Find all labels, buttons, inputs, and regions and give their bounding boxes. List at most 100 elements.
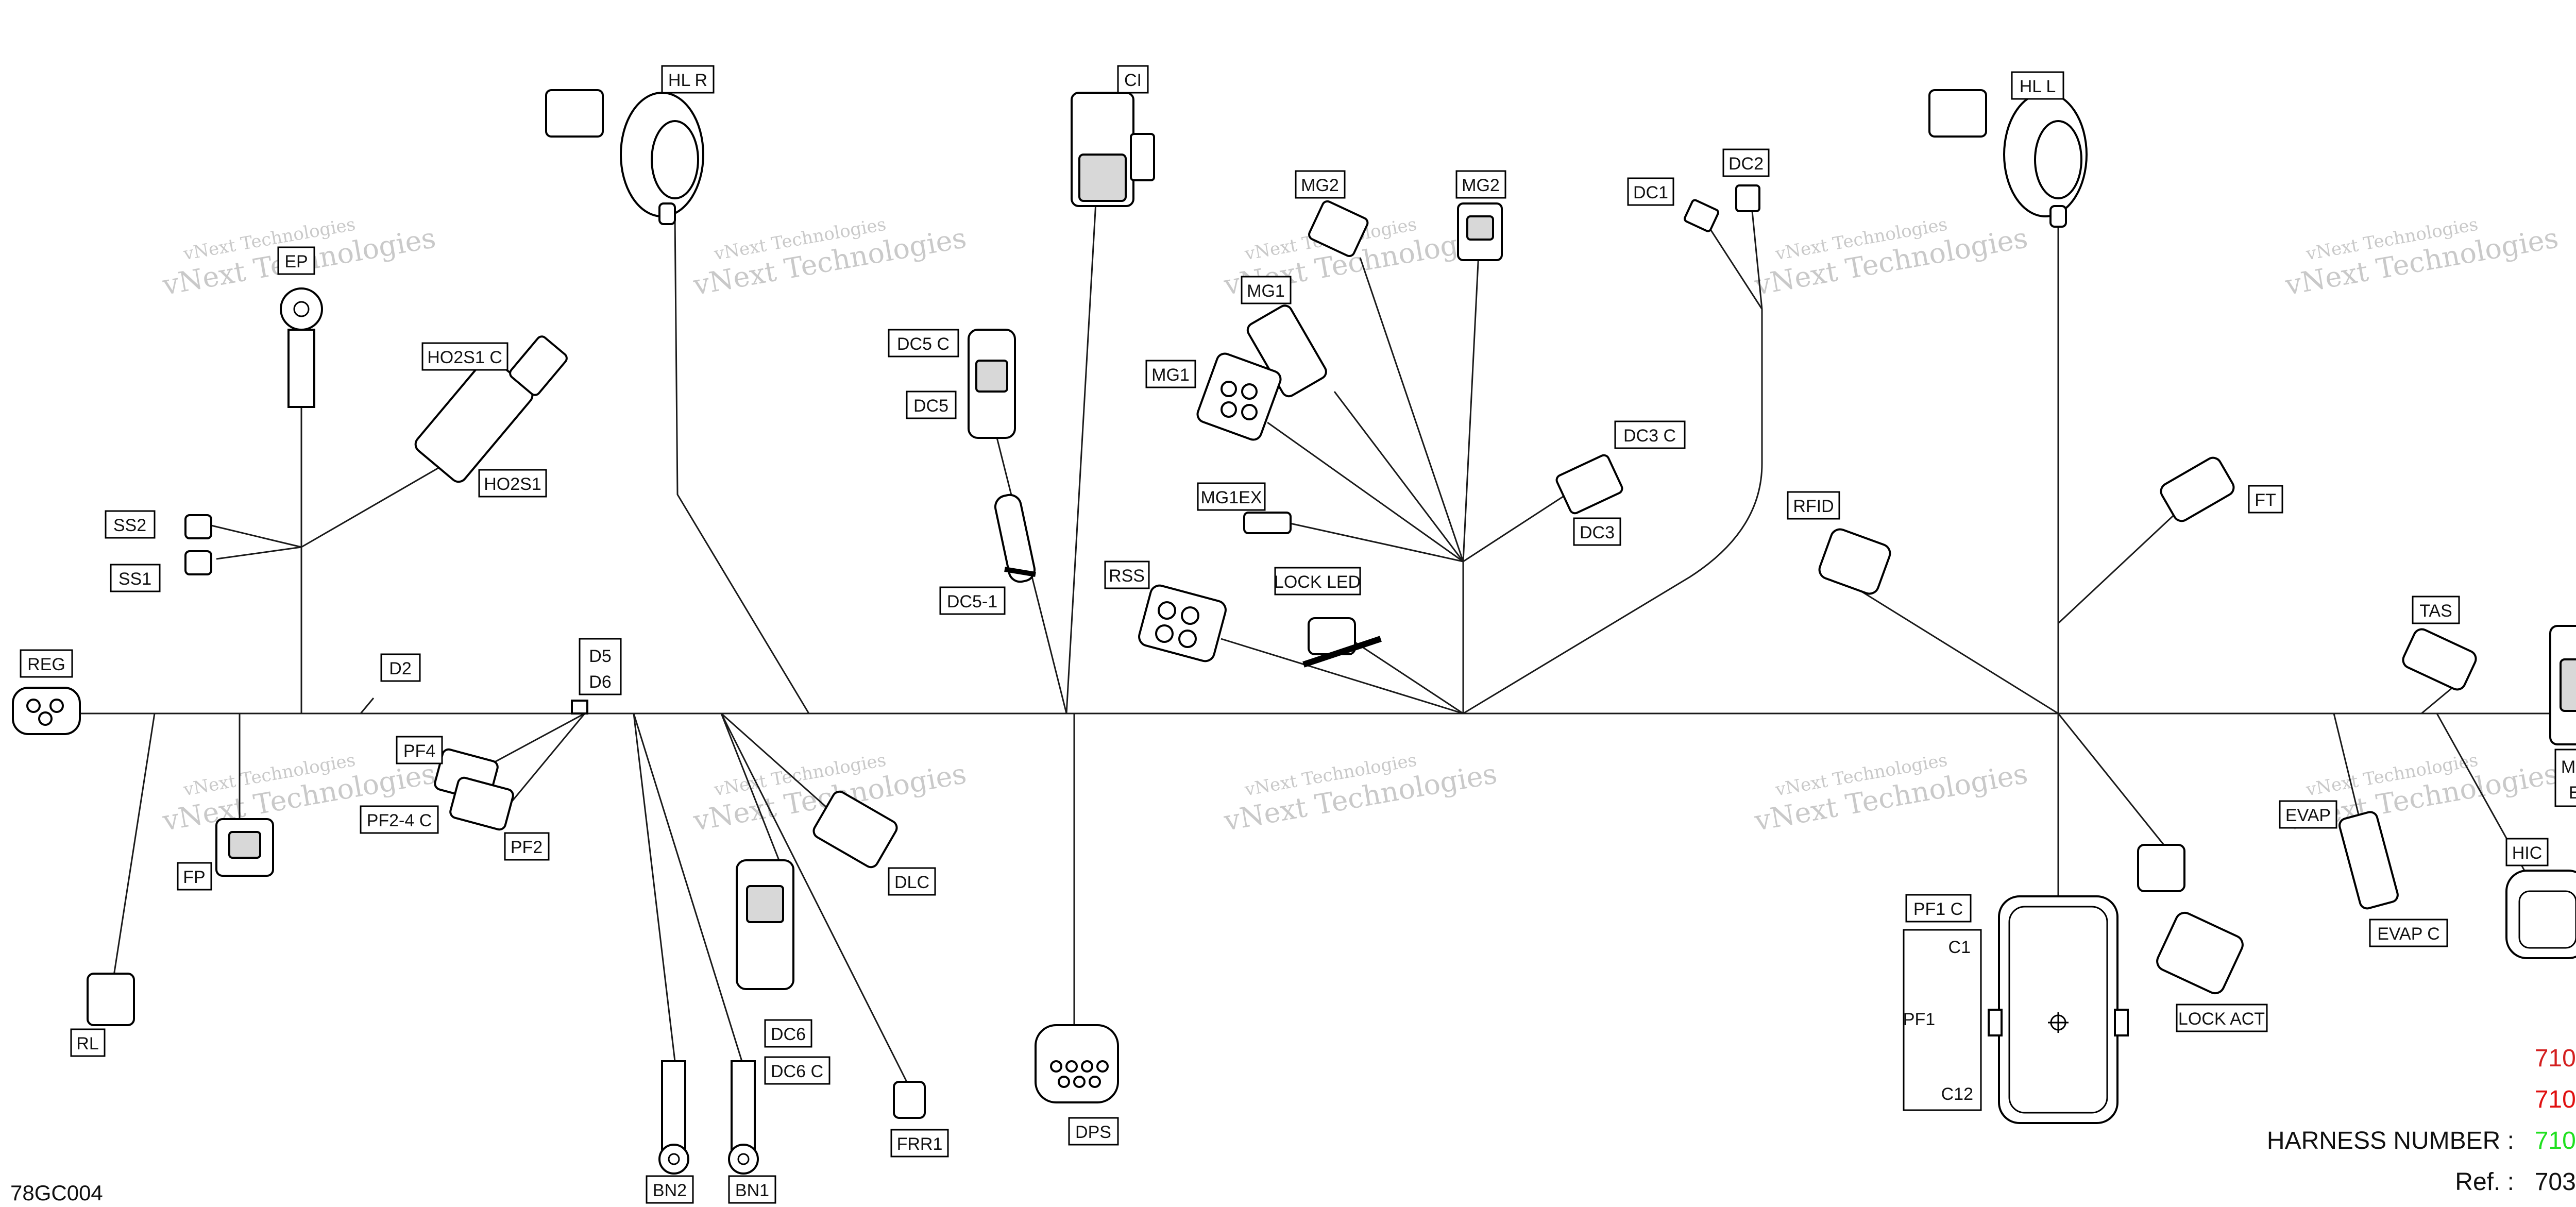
- svg-text:BN2: BN2: [653, 1181, 687, 1200]
- headlight-right-connector: [545, 89, 704, 225]
- wire-mg1a: [1333, 391, 1464, 562]
- svg-text:FRR1: FRR1: [897, 1134, 943, 1154]
- svg-text:RFID: RFID: [1793, 497, 1834, 516]
- wire-ft: [2057, 509, 2180, 624]
- label-dc6: DC6: [764, 1019, 812, 1048]
- svg-text:PF2: PF2: [511, 838, 543, 857]
- svg-text:CI: CI: [1124, 71, 1142, 90]
- label-dlc: DLC: [888, 867, 936, 896]
- svg-text:DC5 C: DC5 C: [897, 334, 950, 354]
- svg-text:MG2: MG2: [1462, 176, 1500, 195]
- label-ho2s1-c: HO2S1 C: [421, 342, 509, 371]
- wire-rss: [1221, 638, 1464, 715]
- harness-number-1: 710007899: [2535, 1045, 2576, 1072]
- svg-text:MG2: MG2: [1301, 176, 1339, 195]
- mg1-connector-b: [1196, 352, 1282, 441]
- svg-text:DC3: DC3: [1580, 523, 1615, 542]
- svg-text:EVAP: EVAP: [2285, 806, 2331, 825]
- dc3-connector: [1555, 454, 1623, 515]
- svg-text:REG: REG: [27, 655, 65, 674]
- label-bn2: BN2: [646, 1175, 694, 1204]
- tas-connector: [2402, 628, 2477, 691]
- dps-connector: [1035, 1024, 1119, 1103]
- svg-text:PF1: PF1: [1903, 1010, 1935, 1029]
- wire-lockled: [1349, 638, 1464, 715]
- label-reg: REG: [20, 649, 73, 678]
- lock-led-connector: [1302, 617, 1382, 668]
- svg-text:LOCK ACT: LOCK ACT: [2178, 1009, 2265, 1029]
- label-ep: EP: [277, 246, 315, 275]
- label-hl-r: HL R: [661, 65, 715, 94]
- svg-text:C12: C12: [1941, 1084, 1973, 1104]
- harness-number-label: HARNESS NUMBER :: [2267, 1127, 2514, 1154]
- wire-frr1: [720, 713, 908, 1082]
- ep-ring-terminal: [280, 287, 323, 408]
- wire-mg2b: [1462, 252, 1480, 562]
- svg-text:MG1EX: MG1EX: [1200, 488, 1262, 507]
- label-lock-led: LOCK LED: [1274, 567, 1361, 596]
- svg-text:PF4: PF4: [403, 741, 435, 761]
- wire-rl: [112, 713, 156, 979]
- wire-dc2: [1751, 206, 1763, 310]
- hic-connector: [2505, 870, 2576, 959]
- svg-text:DLC: DLC: [894, 873, 929, 892]
- label-dc6-c: DC6 C: [764, 1056, 831, 1085]
- wire-ss2: [211, 524, 302, 548]
- rl-connector: [87, 973, 135, 1026]
- rss-connector: [1138, 584, 1227, 662]
- svg-text:HO2S1: HO2S1: [484, 474, 541, 494]
- pf1-fuse-box: [1988, 895, 2129, 1124]
- dc1-connector: [1684, 199, 1719, 232]
- wire-mg2a: [1359, 257, 1464, 562]
- ref-value: 703000354: [2535, 1168, 2576, 1196]
- wire-dc: [1463, 309, 1763, 715]
- label-dps: DPS: [1068, 1117, 1119, 1146]
- label-mg1-a: MG1: [1241, 276, 1292, 304]
- label-pf1-block: C1 PF1 C12: [1903, 929, 1982, 1111]
- label-rfid: RFID: [1787, 491, 1840, 520]
- wire-dc3: [1463, 494, 1567, 563]
- diagram-code: 78GC004: [10, 1181, 103, 1205]
- wire-lockact: [2057, 713, 2165, 845]
- wires: [77, 175, 2571, 1082]
- svg-text:DC1: DC1: [1633, 183, 1668, 202]
- svg-text:DC6 C: DC6 C: [771, 1062, 823, 1081]
- frr1-connector: [893, 1081, 926, 1119]
- svg-text:SS1: SS1: [118, 569, 151, 589]
- label-ss2: SS2: [105, 510, 156, 539]
- svg-text:C1: C1: [1948, 938, 1971, 957]
- svg-text:ECMB: ECMB: [2569, 783, 2576, 803]
- wire-rfid: [1854, 586, 2059, 715]
- wire-hlr: [674, 216, 810, 714]
- rfid-connector: [1818, 528, 1891, 595]
- ci-connector: [1071, 92, 1155, 207]
- connectors: [12, 89, 2576, 1175]
- mg1-connector-a: [1246, 304, 1327, 398]
- label-pf4: PF4: [396, 736, 443, 764]
- ft-connector: [2160, 456, 2235, 522]
- dc5-1-fuse: [994, 494, 1036, 583]
- svg-text:MG1: MG1: [1247, 281, 1285, 301]
- wire-evap: [2333, 713, 2361, 820]
- wire-d2: [360, 698, 375, 714]
- label-rss: RSS: [1104, 560, 1150, 589]
- svg-text:RL: RL: [76, 1034, 98, 1053]
- svg-text:HO2S1 C: HO2S1 C: [427, 348, 502, 367]
- svg-text:EP: EP: [284, 252, 308, 271]
- wire-dc1: [1704, 221, 1763, 310]
- label-d2: D2: [380, 653, 421, 682]
- evap-connector: [2338, 811, 2399, 910]
- svg-text:FT: FT: [2255, 490, 2276, 510]
- label-hl-l: HL L: [2011, 71, 2064, 100]
- svg-text:PF1 C: PF1 C: [1913, 899, 1963, 919]
- label-pf2: PF2: [504, 832, 550, 861]
- label-dc5-1: DC5-1: [939, 586, 1006, 615]
- harness-number-3: 710007999: [2535, 1127, 2576, 1154]
- bn2-ring-terminal: [658, 1060, 689, 1175]
- label-mg1ex: MG1EX: [1197, 482, 1266, 511]
- label-fp: FP: [177, 862, 212, 891]
- headlight-left-connector: [1928, 89, 2088, 228]
- ss1-sensor: [184, 550, 212, 575]
- label-dc3-c: DC3 C: [1614, 420, 1686, 449]
